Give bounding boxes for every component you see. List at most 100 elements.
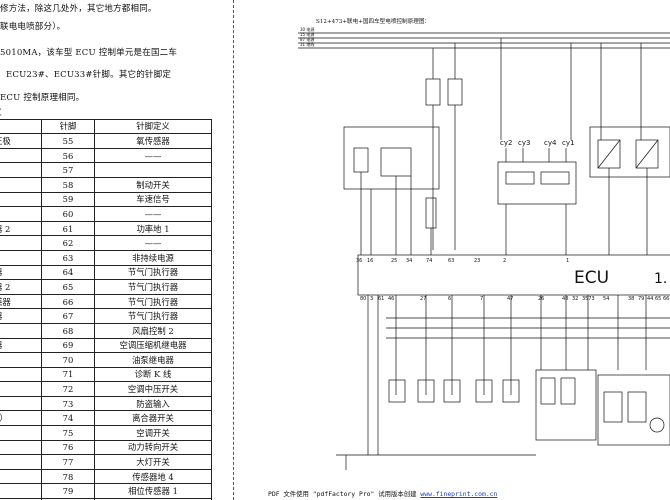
table-cell: 功率地 2 <box>94 498 212 500</box>
right-sensor-frame <box>589 126 670 178</box>
canister-valve <box>502 379 520 403</box>
bus-label: 87 电源 <box>300 36 314 42</box>
table-cell: 79 <box>41 483 95 500</box>
table-cell: 器 2 <box>0 279 42 295</box>
ecu-top-pin: 1 <box>566 258 569 264</box>
table-cell: 氧传感器 <box>94 133 212 149</box>
ecu-bottom-pin: 66 <box>663 296 669 302</box>
sensor-middle <box>380 147 412 177</box>
ecu-top-pin: 34 <box>406 258 412 264</box>
table-header: 针脚定义 <box>94 118 212 135</box>
table-cell: 71 <box>41 366 95 383</box>
ecu-top-pin: 23 <box>474 258 480 264</box>
table-cell: —— <box>94 206 212 222</box>
table-cell: —— <box>94 235 212 251</box>
table-row: 56—— <box>0 147 212 164</box>
table-cell: 64 <box>41 264 95 281</box>
table-cell: 58 <box>41 176 95 193</box>
table-cell: 55 <box>41 133 95 149</box>
table-cell: 防盗输入 <box>94 395 212 412</box>
ecu-bottom-pin: 32 <box>572 296 578 302</box>
table-cell <box>0 322 42 339</box>
table-cell <box>0 425 42 441</box>
table-cell <box>0 235 42 251</box>
bus-label: 31 地线 <box>300 41 314 47</box>
fuel-pump-relay <box>447 78 463 106</box>
table-cell: 感器 <box>0 293 42 310</box>
ignition-coil <box>497 161 577 205</box>
coil-label: cy4 <box>544 139 557 147</box>
paragraph-line: 修方法，除这几处外，其它地方都相同。 <box>0 4 157 14</box>
table-cell: 70 <box>41 352 95 368</box>
table-cell: 节气门执行器 <box>94 279 212 295</box>
paragraph-line: ECU 控制原理相同。 <box>0 93 85 103</box>
table-cell: 77 <box>41 454 95 470</box>
ecu-bottom-pin: 26 <box>538 296 544 302</box>
ecu-bottom-pin: 48 <box>562 296 568 302</box>
table-row: 60—— <box>0 206 212 222</box>
left-page: 修方法，除这几处外，其它地方都相同。 联电电喷部分）。 5010MA，该车型 E… <box>0 0 232 500</box>
ecu-top-pin: 25 <box>391 258 397 264</box>
table-row: 感器66节气门执行器 <box>0 293 212 310</box>
table-cell: 节气门执行器 <box>94 293 212 310</box>
ecu-bottom-pin: 44 <box>647 296 653 302</box>
table-cell: 76 <box>41 439 95 456</box>
throttle-body <box>597 374 670 446</box>
ecu-top-pin: 36 <box>356 258 362 264</box>
table-header <box>0 118 42 135</box>
ecu-bottom-pin: 79 <box>638 296 644 302</box>
paragraph-line: 5010MA，该车型 ECU 控制单元是在国二车 <box>0 48 178 58</box>
table-cell <box>0 176 42 193</box>
sensor-box-frame <box>343 126 440 190</box>
table-cell: 3） <box>0 410 42 427</box>
table-cell <box>0 191 42 208</box>
table-cell <box>0 352 42 368</box>
table-row: 器69空调压缩机继电器 <box>0 337 212 354</box>
table-cell: 风扇控制 2 <box>94 322 212 339</box>
table-cell: 65 <box>41 279 95 295</box>
injector-1 <box>388 379 406 403</box>
table-cell: 离合器开关 <box>94 410 212 427</box>
wiring-diagram-page: S12+473+联电+国四车型电喷控制原理图： <box>236 0 670 500</box>
table-cell: 66 <box>41 293 95 310</box>
injector-3 <box>443 379 461 403</box>
table-cell <box>0 483 42 500</box>
table-cell: 68 <box>41 322 95 339</box>
ecu-top-pin: 2 <box>503 258 506 264</box>
table-row: 57 <box>0 162 212 178</box>
ecu-top-pin: 63 <box>448 258 454 264</box>
table-cell <box>0 468 42 485</box>
table-cell: 器 2 <box>0 220 42 237</box>
table-cell: 器 <box>0 337 42 354</box>
table-row: 62—— <box>0 235 212 251</box>
ecu-bottom-pin: 38 <box>628 296 634 302</box>
injector-4 <box>475 379 493 403</box>
table-cell: 诊断 K 线 <box>94 366 212 383</box>
table-cell <box>0 381 42 397</box>
table-cell: 74 <box>41 410 95 427</box>
ecu-bottom-pin: 80 <box>360 296 366 302</box>
bus-label: 15 电源 <box>300 31 314 37</box>
table-cell: 器 <box>0 264 42 281</box>
table-cell: 57 <box>41 162 95 178</box>
table-header: 针脚 <box>41 118 95 135</box>
table-cell <box>94 162 212 178</box>
table-row: 正极55氧传感器 <box>0 133 212 149</box>
coil-label: cy2 <box>500 139 512 147</box>
table-cell: —— <box>94 147 212 164</box>
table-cell: 节气门执行器 <box>94 308 212 324</box>
footer-link[interactable]: www.fineprint.com.cn <box>420 490 498 498</box>
ecu-top-pin: 74 <box>426 258 432 264</box>
footer-text: PDF 文件使用 "pdfFactory Pro" 试用版本创建 <box>268 490 421 498</box>
paragraph-line: ECU23#、ECU33#针脚。其它的针脚定 <box>6 70 172 80</box>
